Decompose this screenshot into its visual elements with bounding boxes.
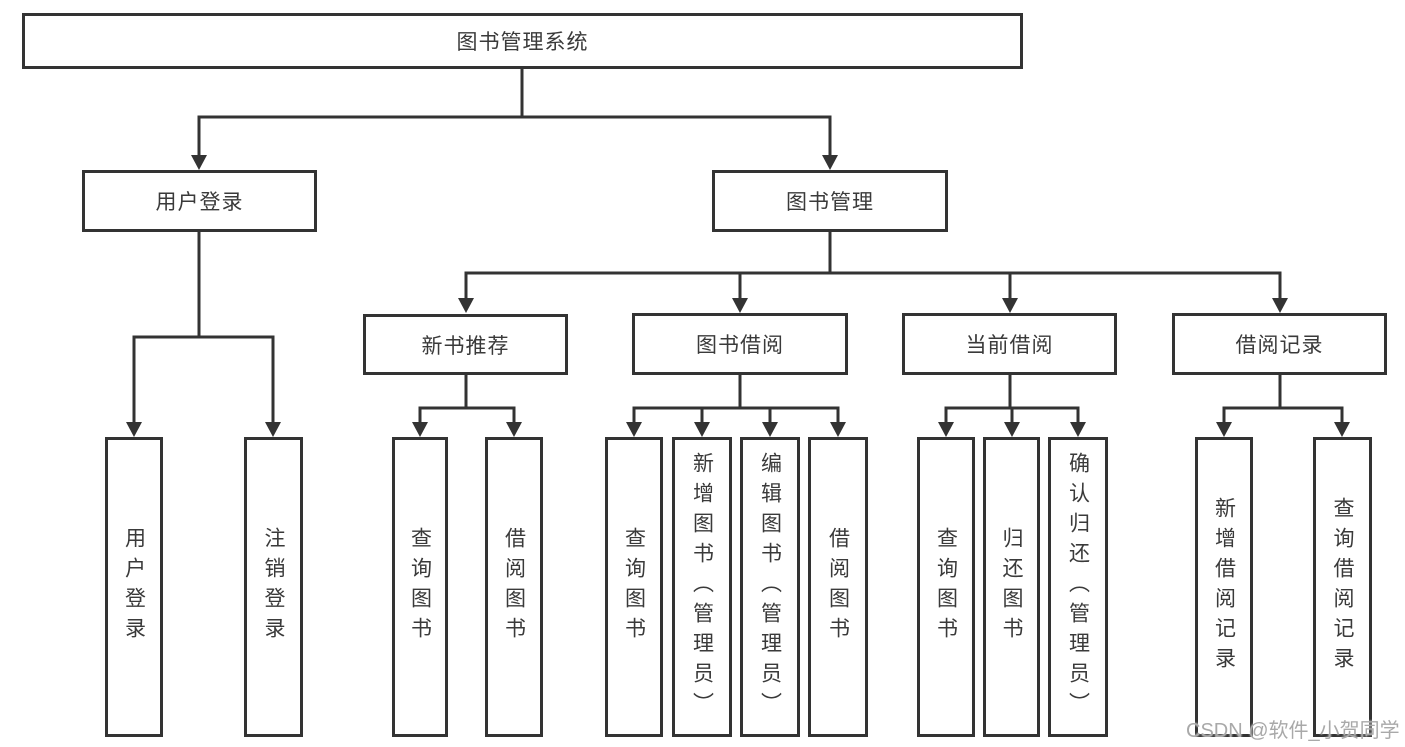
leaf-user-login: 用户登录 xyxy=(105,437,163,737)
node-current-borrowing: 当前借阅 xyxy=(902,313,1117,375)
leaf-bb-query-books: 查询图书 xyxy=(605,437,663,737)
node-user-login: 用户登录 xyxy=(82,170,317,232)
node-book-management: 图书管理 xyxy=(712,170,948,232)
leaf-br-add-record: 新增借阅记录 xyxy=(1195,437,1253,737)
node-book-borrowing: 图书借阅 xyxy=(632,313,848,375)
leaf-logout: 注销登录 xyxy=(244,437,303,737)
node-new-book-recommendation: 新书推荐 xyxy=(363,314,568,375)
leaf-nbr-borrow-books: 借阅图书 xyxy=(485,437,543,737)
leaf-nbr-query-books: 查询图书 xyxy=(392,437,448,737)
leaf-bb-edit-book-admin: 编辑图书（管理员） xyxy=(740,437,800,737)
watermark: CSDN @软件_小贺同学 xyxy=(1186,720,1400,742)
leaf-br-query-record: 查询借阅记录 xyxy=(1313,437,1372,737)
leaf-cb-confirm-return-admin: 确认归还（管理员） xyxy=(1048,437,1108,737)
leaf-cb-query-books: 查询图书 xyxy=(917,437,975,737)
leaf-bb-borrow-books: 借阅图书 xyxy=(808,437,868,737)
leaf-bb-add-book-admin: 新增图书（管理员） xyxy=(672,437,732,737)
node-borrowing-records: 借阅记录 xyxy=(1172,313,1387,375)
leaf-cb-return-books: 归还图书 xyxy=(983,437,1040,737)
node-library-system: 图书管理系统 xyxy=(22,13,1023,69)
